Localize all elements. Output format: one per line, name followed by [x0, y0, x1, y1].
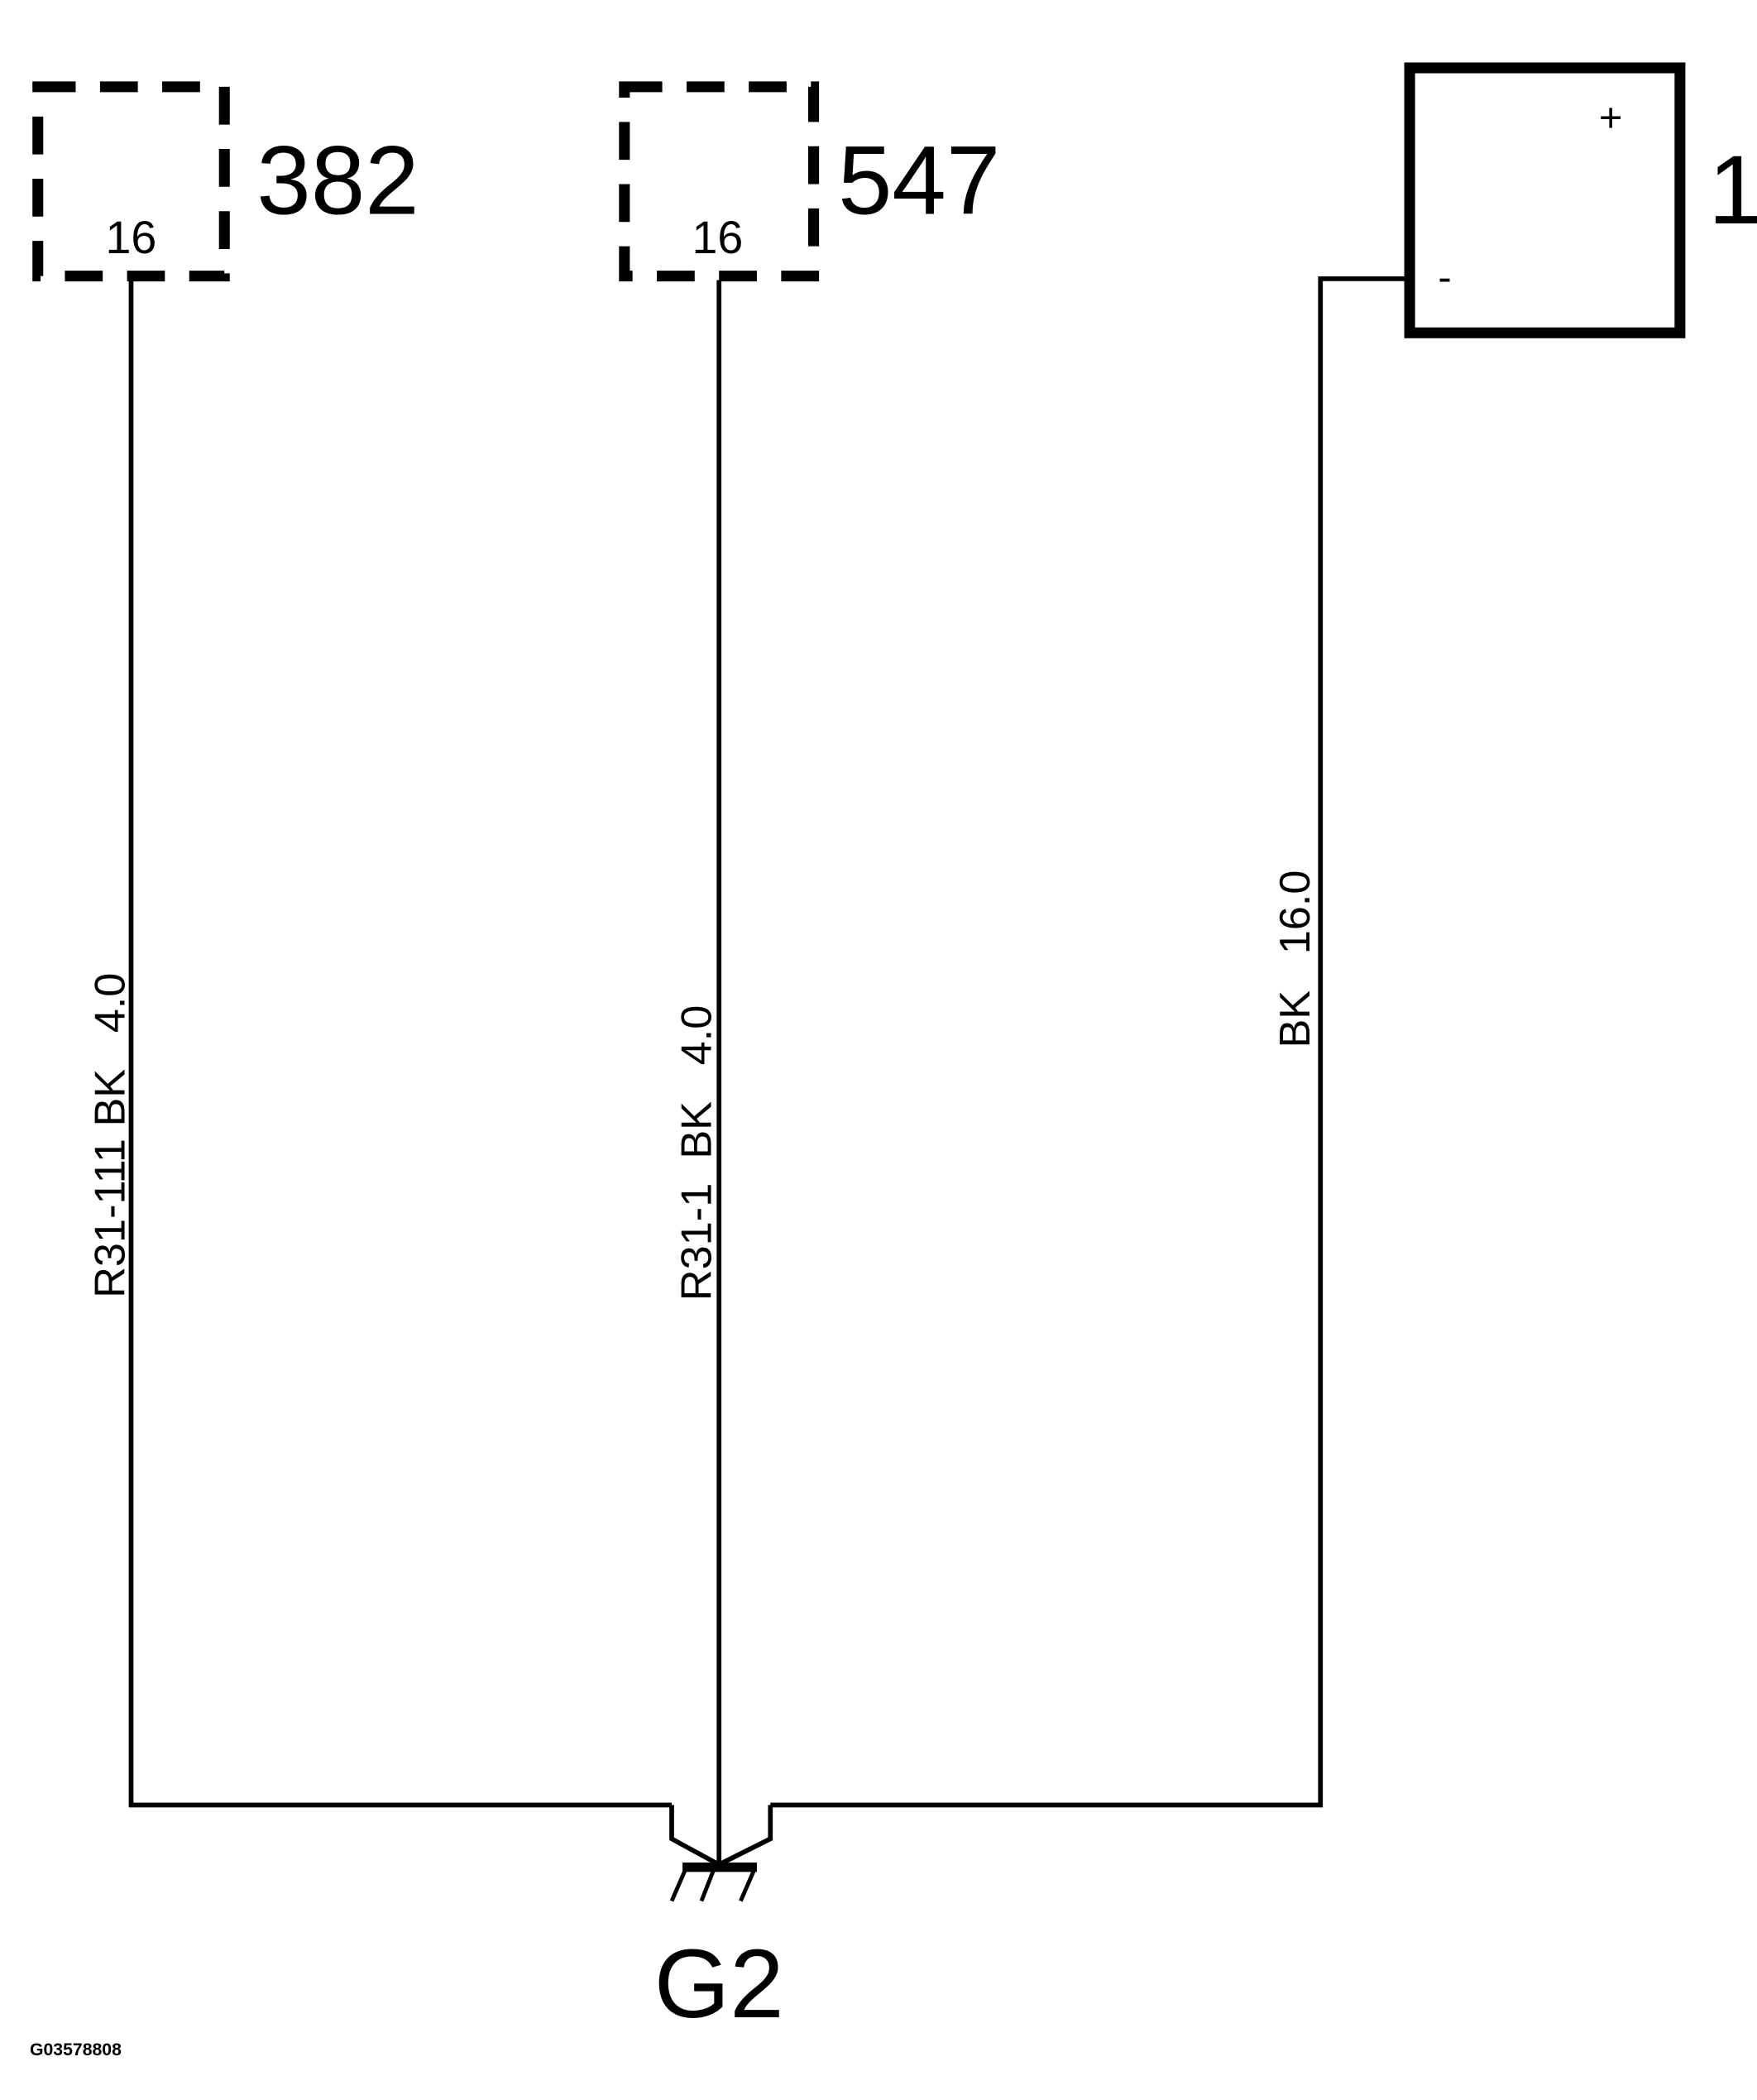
- wire-1-label: R31-111 BK 4.0: [86, 973, 134, 1298]
- wire-3-label: BK 16.0: [1271, 870, 1319, 1048]
- minus-terminal-label: -: [1438, 256, 1451, 300]
- component-547: 16 547: [619, 81, 1000, 282]
- component-1: + - 1: [1404, 62, 1757, 338]
- component-547-label: 547: [838, 126, 1000, 234]
- component-547-pin: 16: [692, 212, 744, 263]
- component-382: 16 382: [32, 81, 419, 282]
- wire-2-label: R31-1 BK 4.0: [673, 1005, 721, 1301]
- component-382-pin: 16: [105, 212, 156, 263]
- component-382-label: 382: [256, 126, 419, 234]
- component-1-outline: [1404, 62, 1686, 338]
- component-382-outline: [32, 81, 230, 282]
- component-1-label: 1: [1708, 136, 1757, 244]
- ground-symbol-icon: [669, 1805, 773, 1902]
- plus-terminal-label: +: [1599, 96, 1623, 141]
- wire-3: [770, 276, 1410, 1808]
- wire-1: [128, 280, 673, 1808]
- component-547-outline: [619, 81, 820, 282]
- ground-label: G2: [654, 1930, 784, 2038]
- figure-id: G03578808: [30, 2040, 122, 2059]
